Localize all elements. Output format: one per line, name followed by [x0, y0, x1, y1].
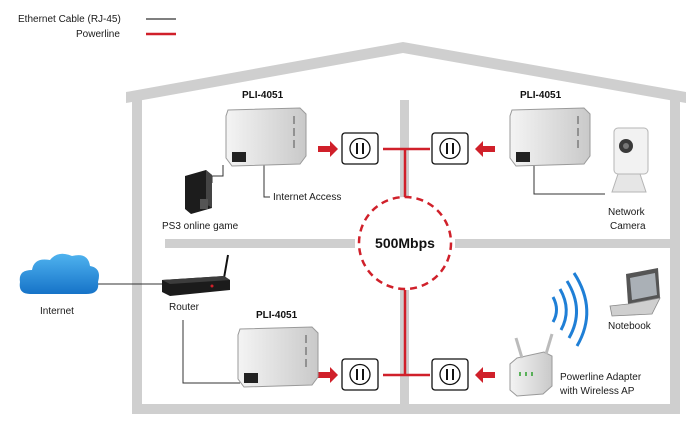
powerline-adapter-top-left [225, 107, 307, 167]
wall-outlet-bottom-right [431, 358, 469, 391]
adapter-label-top-left: PLI-4051 [242, 90, 284, 101]
adapter-label-top-right: PLI-4051 [520, 90, 562, 101]
ethernet-cables [96, 164, 605, 384]
ps3-console-icon [185, 170, 212, 214]
adapter-label-bottom-left: PLI-4051 [256, 310, 298, 321]
internet-cloud-icon [19, 253, 99, 294]
legend-powerline-label: Powerline [76, 29, 120, 40]
house-roof [126, 42, 686, 103]
notebook-label: Notebook [608, 321, 652, 332]
wall-outlet-bottom-left [341, 358, 379, 391]
powerline-adapter-bottom-left [237, 326, 319, 388]
arrow-right-top [318, 141, 338, 157]
ps3-label: PS3 online game [162, 221, 239, 232]
network-camera-icon [611, 127, 649, 193]
internet-access-label: Internet Access [273, 192, 341, 203]
legend-ethernet-label: Ethernet Cable (RJ-45) [18, 14, 121, 25]
notebook-icon [609, 268, 661, 317]
speed-ring [357, 195, 453, 291]
house-floor [132, 404, 680, 414]
network-camera-label-line2: Camera [610, 221, 646, 232]
powerline-wiring [383, 147, 430, 377]
house-wall-left [132, 94, 142, 412]
powerline-adapter-top-right [509, 107, 591, 167]
speed-label: 500Mbps [375, 235, 435, 251]
house-wall-right [670, 94, 680, 412]
wall-outlet-top-left [341, 132, 379, 165]
wireless-ap-label-line2: with Wireless AP [559, 386, 635, 397]
arrow-right-bottom [318, 367, 338, 383]
legend: Ethernet Cable (RJ-45) Powerline [18, 14, 176, 40]
arrow-left-top [475, 141, 495, 157]
floor-divider-left [165, 239, 355, 248]
internet-label: Internet [40, 306, 74, 317]
wireless-ap-label-line1: Powerline Adapter [560, 372, 642, 383]
wall-outlet-top-right [431, 132, 469, 165]
wireless-ap-adapter-icon [509, 333, 554, 397]
router-icon [162, 254, 230, 296]
wifi-signal-icon [551, 272, 589, 347]
floor-divider-right [455, 239, 670, 248]
arrow-left-bottom [475, 367, 495, 383]
network-camera-label-line1: Network [608, 207, 646, 218]
router-label: Router [169, 302, 200, 313]
